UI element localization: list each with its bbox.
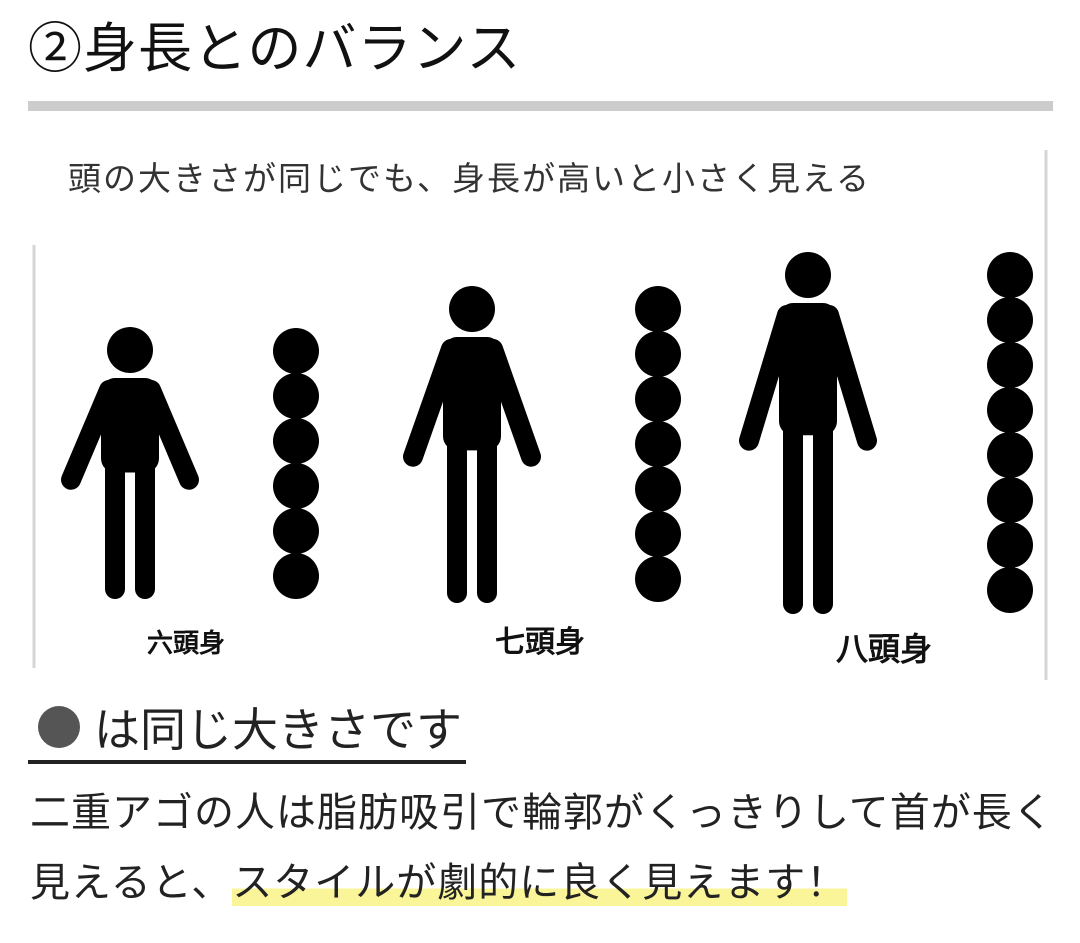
paragraph-text: 二重アゴの人は脂肪吸引で輪郭がくっきりして首が長く見えると、 (30, 790, 1054, 906)
head-unit-circle-icon (987, 252, 1033, 298)
person-right-arm (141, 380, 199, 490)
person-right-arm (483, 339, 541, 467)
person-head-icon (107, 327, 153, 373)
head-unit-circle-icon (273, 508, 319, 554)
person-left-arm (739, 305, 797, 451)
head-unit-circle-icon (635, 376, 681, 422)
head-unit-circle-icon (635, 466, 681, 512)
person-head-icon (449, 286, 495, 332)
head-unit-circle-icon (635, 511, 681, 557)
head-unit-circle-icon (987, 297, 1033, 343)
person-torso (779, 303, 837, 436)
filled-circle-icon (38, 706, 80, 748)
head-unit-circle-icon (273, 373, 319, 419)
person-right-arm (819, 305, 877, 451)
person-head-icon (785, 252, 831, 298)
note-same-size: は同じ大きさです (28, 700, 466, 764)
head-ratio-illustration: 六頭身 七頭身 八頭身 (28, 145, 1052, 685)
body-paragraph: 二重アゴの人は脂肪吸引で輪郭がくっきりして首が長く見えると、スタイルが劇的に良く… (30, 778, 1060, 918)
head-unit-circle-icon (635, 286, 681, 332)
head-unit-circle-icon (987, 477, 1033, 523)
illustration-caption: 頭の大きさが同じでも、身長が高いと小さく見える (68, 159, 872, 198)
section-heading: ②身長とのバランス (28, 17, 522, 80)
head-ratio-diagram: 六頭身 七頭身 八頭身 (32, 150, 1048, 680)
head-unit-circle-icon (273, 553, 319, 599)
head-unit-circle-icon (987, 522, 1033, 568)
head-unit-circle-icon (635, 421, 681, 467)
head-unit-circle-icon (273, 463, 319, 509)
head-unit-circle-icon (987, 567, 1033, 613)
head-unit-circle-icon (273, 328, 319, 374)
person-torso (101, 378, 159, 473)
head-unit-circle-icon (987, 342, 1033, 388)
head-unit-circle-icon (987, 387, 1033, 433)
person-torso (443, 337, 501, 451)
head-unit-circle-icon (635, 556, 681, 602)
figure-label-8-heads: 八頭身 (836, 630, 932, 668)
head-unit-circle-icon (635, 331, 681, 377)
head-unit-circle-icon (987, 432, 1033, 478)
figure-label-6-heads: 六頭身 (147, 628, 225, 659)
heading-divider (28, 101, 1053, 111)
note-text: は同じ大きさです (94, 703, 462, 757)
head-unit-circle-icon (273, 418, 319, 464)
person-left-arm (61, 380, 119, 490)
highlighted-text: スタイルが劇的に良く見えます！ (232, 860, 848, 906)
figure-label-7-heads: 七頭身 (495, 625, 585, 660)
person-left-arm (403, 339, 461, 467)
